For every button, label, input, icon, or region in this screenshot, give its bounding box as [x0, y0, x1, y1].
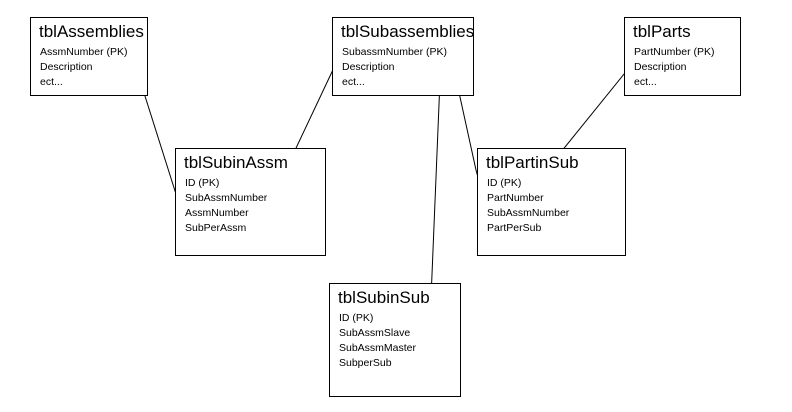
- field-item: ect...: [40, 76, 63, 88]
- field-list: ID (PK) SubAssmNumber AssmNumber SubPerA…: [185, 176, 267, 236]
- field-list: SubassmNumber (PK) Description ect...: [342, 45, 447, 90]
- field-item: AssmNumber (PK): [40, 46, 128, 58]
- field-item: PartPerSub: [487, 222, 542, 234]
- table-tblsubassemblies: tblSubassemblies SubassmNumber (PK) Desc…: [332, 17, 474, 96]
- table-tblsubinassm: tblSubinAssm ID (PK) SubAssmNumber AssmN…: [175, 148, 326, 256]
- field-item: ect...: [634, 76, 657, 88]
- table-title: tblParts: [633, 22, 691, 41]
- field-item: ID (PK): [339, 312, 374, 324]
- table-title: tblSubinSub: [338, 288, 430, 307]
- table-title: tblAssemblies: [39, 22, 144, 41]
- field-item: Description: [342, 61, 395, 73]
- field-item: SubassmNumber (PK): [342, 46, 448, 58]
- field-item: Description: [40, 61, 93, 73]
- table-tblassemblies: tblAssemblies AssmNumber (PK) Descriptio…: [30, 17, 148, 96]
- table-title: tblPartinSub: [486, 153, 579, 172]
- field-list: PartNumber (PK) Description ect...: [634, 45, 715, 90]
- field-list: AssmNumber (PK) Description ect...: [40, 45, 128, 90]
- field-list: ID (PK) PartNumber SubAssmNumber PartPer…: [487, 176, 569, 236]
- field-item: ID (PK): [185, 177, 220, 189]
- field-list: ID (PK) SubAssmSlave SubAssmMaster Subpe…: [339, 311, 416, 371]
- field-item: SubAssmNumber: [185, 192, 268, 204]
- field-item: SubperSub: [339, 357, 392, 369]
- table-title: tblSubassemblies: [341, 22, 475, 41]
- table-title: tblSubinAssm: [184, 153, 288, 172]
- field-item: SubAssmMaster: [339, 342, 417, 354]
- field-item: SubAssmSlave: [339, 327, 411, 339]
- table-tblpartinsub: tblPartinSub ID (PK) PartNumber SubAssmN…: [477, 148, 626, 256]
- field-item: ID (PK): [487, 177, 522, 189]
- table-tblparts: tblParts PartNumber (PK) Description ect…: [624, 17, 741, 96]
- field-item: PartNumber (PK): [634, 46, 715, 58]
- field-item: SubAssmNumber: [487, 207, 570, 219]
- field-item: PartNumber: [487, 192, 544, 204]
- field-item: Description: [634, 61, 687, 73]
- field-item: SubPerAssm: [185, 222, 247, 234]
- table-tblsubinsub: tblSubinSub ID (PK) SubAssmSlave SubAssm…: [329, 283, 461, 397]
- field-item: AssmNumber: [185, 207, 249, 219]
- field-item: ect...: [342, 76, 365, 88]
